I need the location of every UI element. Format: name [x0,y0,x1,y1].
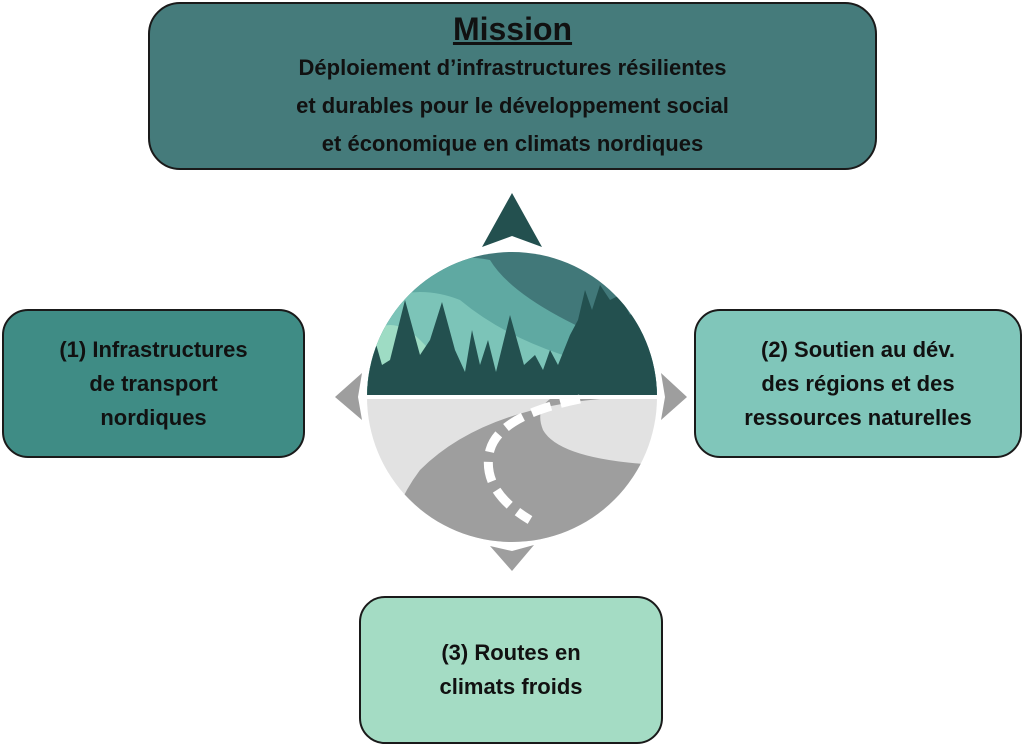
axis-3-line: (3) Routes en [441,640,581,665]
axis-1-box: (1) Infrastructures de transport nordiqu… [2,309,305,458]
axis-3-line: climats froids [439,674,583,699]
mission-box: Mission Déploiement d’infrastructures ré… [148,2,877,170]
axis-1-line: nordiques [100,404,207,430]
axis-2-line: (2) Soutien au dév. [761,336,955,362]
north-arrow-icon [482,193,542,247]
axis-3-box: (3) Routes en climats froids [359,596,663,744]
south-arrow-icon [490,545,534,571]
road [390,399,657,542]
mission-line: et économique en climats nordiques [321,131,704,156]
east-arrow-icon [661,373,687,420]
mission-title: Mission [452,11,573,47]
axis-1-line: (1) Infrastructures [59,336,248,362]
road-center-line [483,394,581,524]
axis-2-line: ressources naturelles [744,404,972,430]
compass-road-logo [335,193,687,571]
axis-2-line: des régions et des [761,370,955,396]
axis-1-line: de transport [89,370,218,396]
forest-silhouette [367,285,657,395]
west-arrow-icon [335,373,362,420]
axis-2-box: (2) Soutien au dév. des régions et des r… [694,309,1022,458]
mission-line: Déploiement d’infrastructures résiliente… [298,55,727,80]
mission-line: et durables pour le développement social [296,93,729,118]
